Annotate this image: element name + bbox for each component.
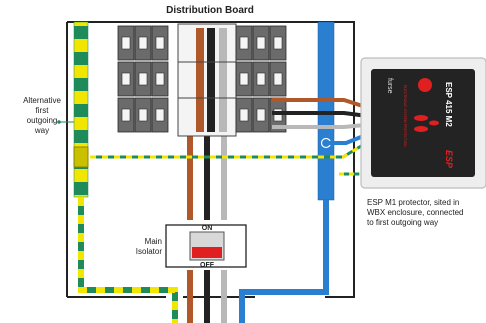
mcb-toggle bbox=[256, 108, 266, 122]
mcb-group bbox=[117, 25, 287, 133]
mcb-toggle bbox=[121, 72, 131, 86]
mcb-toggle bbox=[121, 108, 131, 122]
mcb-toggle bbox=[273, 72, 283, 86]
device-subtitle: ELECTRONIC SYSTEM PROTECTION bbox=[403, 85, 407, 147]
busbar-module bbox=[177, 23, 237, 137]
device-brand: furse bbox=[386, 78, 393, 94]
mcb-toggle bbox=[138, 36, 148, 50]
mcb-toggle bbox=[239, 36, 249, 50]
mcb-toggle bbox=[256, 36, 266, 50]
board-enclosure bbox=[66, 21, 355, 298]
mcb-toggle bbox=[138, 72, 148, 86]
device-led-2 bbox=[414, 126, 428, 132]
device-model: ESP 415 M2 bbox=[444, 82, 453, 127]
esp-enclosure: furse ESP 415 M2 ELECTRONIC SYSTEM PROTE… bbox=[360, 57, 486, 189]
esp-caption: ESP M1 protector, sited in WBX enclosure… bbox=[367, 198, 464, 227]
isolator-on-label: ON bbox=[202, 225, 213, 232]
mcb-toggle bbox=[273, 36, 283, 50]
incoming-earth-dashed bbox=[78, 197, 178, 323]
mcb-toggle bbox=[155, 36, 165, 50]
main-isolator: ON OFF bbox=[165, 224, 247, 269]
mcb-toggle bbox=[155, 108, 165, 122]
incoming-earth-dashes bbox=[78, 197, 178, 323]
device-led-1 bbox=[414, 115, 428, 121]
mcb-toggle bbox=[239, 108, 249, 122]
mcb-toggle bbox=[239, 72, 249, 86]
alt-way-dot bbox=[57, 120, 61, 124]
mcb-toggle bbox=[256, 72, 266, 86]
alternative-way-label: Alternative first outgoing way bbox=[23, 96, 61, 135]
device-led-3 bbox=[429, 120, 439, 126]
isolator-off-label: OFF bbox=[200, 262, 215, 269]
mcb-toggle bbox=[138, 108, 148, 122]
mcb-toggle bbox=[155, 72, 165, 86]
earth-terminal bbox=[73, 146, 89, 168]
main-isolator-label: Main Isolator bbox=[135, 237, 162, 256]
mcb-toggle bbox=[121, 36, 131, 50]
incoming-neutral bbox=[239, 200, 329, 323]
device-brand-logo-icon bbox=[418, 78, 432, 92]
diagram-title: Distribution Board bbox=[166, 5, 254, 16]
device-logo-text: ESP bbox=[444, 150, 454, 169]
